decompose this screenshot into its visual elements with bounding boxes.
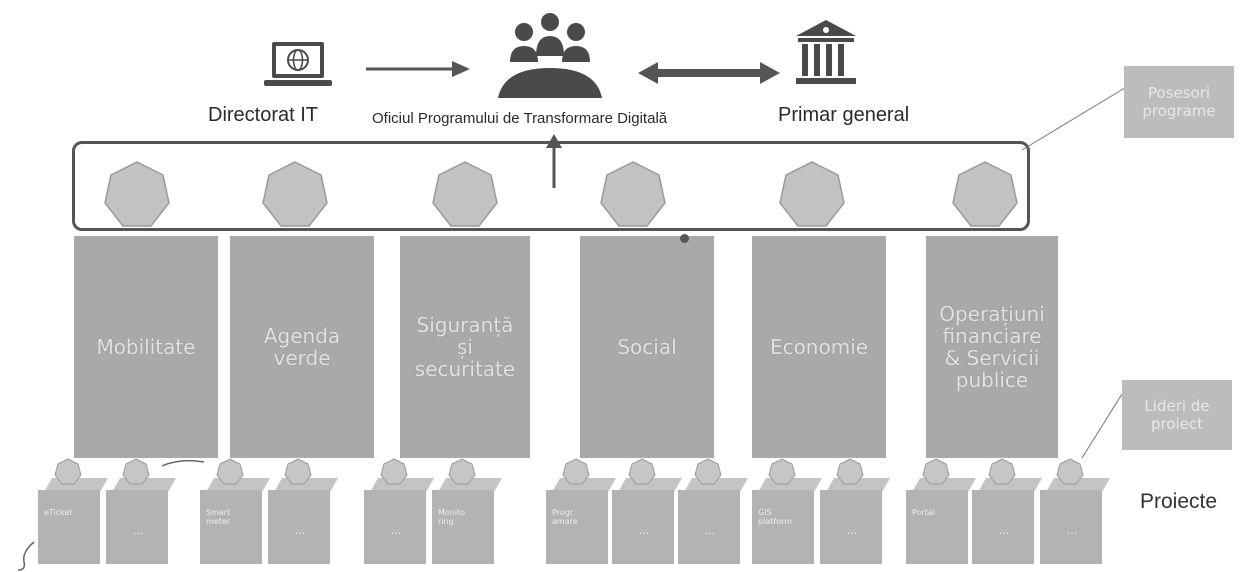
project-leaders-box-label: Lideri de proiect <box>1144 397 1210 433</box>
cube-face <box>678 490 740 564</box>
program-owners-box: Posesori programe <box>1124 66 1234 138</box>
project-label: ... <box>132 524 144 537</box>
project-label: ... <box>294 524 306 537</box>
owner-heptagon-1 <box>104 161 170 227</box>
dot-marker <box>680 234 689 243</box>
arrow-it-to-office <box>366 61 470 77</box>
owner-heptagon-5 <box>779 161 845 227</box>
project-label: ... <box>1066 524 1078 537</box>
mayor-label: Primar general <box>778 104 910 126</box>
project-leader-heptagon <box>768 458 796 485</box>
office-label: Oficiul Programului de Transformare Digi… <box>372 110 668 127</box>
project-cube: ... <box>820 458 891 564</box>
project-cube: Monito ring <box>432 458 503 564</box>
project-leader-heptagon <box>694 458 722 485</box>
cube-face <box>38 490 100 564</box>
owner-heptagon-4 <box>600 161 666 227</box>
program-owners-box-label: Posesori programe <box>1142 84 1216 120</box>
project-label: Portal <box>912 508 935 517</box>
cube-face <box>752 490 814 564</box>
project-leader-heptagon <box>448 458 476 485</box>
project-leader-heptagon <box>988 458 1016 485</box>
pillar-financial-operations: Operațiuni financiare & Servicii publice <box>926 236 1058 458</box>
project-leader-heptagon <box>284 458 312 485</box>
project-label: ... <box>638 524 650 537</box>
pillar-green-agenda-label: Agenda verde <box>263 324 341 370</box>
project-leader-heptagon <box>628 458 656 485</box>
cube-face <box>364 490 426 564</box>
project-cube: ... <box>106 458 177 564</box>
project-leader-heptagon <box>1056 458 1084 485</box>
project-label: ... <box>390 524 402 537</box>
project-label: ... <box>998 524 1010 537</box>
owner-heptagon-6 <box>952 161 1018 227</box>
projects-label: Proiecte <box>1140 490 1218 513</box>
project-cube: GIS platform <box>752 458 823 564</box>
project-leader-heptagon <box>54 458 82 485</box>
project-leader-heptagon <box>216 458 244 485</box>
project-cube: Smart meter <box>200 458 271 564</box>
cube-face <box>200 490 262 564</box>
cube-face <box>1040 490 1102 564</box>
project-cube: eTicket <box>38 458 109 564</box>
project-label: eTicket <box>44 508 73 517</box>
pillar-mobility: Mobilitate <box>74 236 218 458</box>
project-leader-heptagon <box>922 458 950 485</box>
laptop-globe-icon <box>264 42 332 86</box>
leader-line-leaders <box>1081 393 1123 459</box>
squiggle-mark <box>17 541 35 571</box>
cube-face <box>612 490 674 564</box>
cube-face <box>546 490 608 564</box>
project-leaders-box: Lideri de proiect <box>1122 380 1232 450</box>
project-label: ... <box>846 524 858 537</box>
cube-face <box>432 490 494 564</box>
cube-face <box>268 490 330 564</box>
arrow-office-to-mayor <box>638 62 780 84</box>
project-cube: ... <box>268 458 339 564</box>
squiggle-mark-2 <box>161 459 205 467</box>
pillar-social: Social <box>580 236 714 458</box>
project-cube: ... <box>1040 458 1111 564</box>
project-label: Progr amare <box>552 508 578 526</box>
project-leader-heptagon <box>122 458 150 485</box>
leader-line-owners <box>1021 85 1129 151</box>
owner-heptagon-3 <box>432 161 498 227</box>
project-label: ... <box>704 524 716 537</box>
project-label: GIS platform <box>758 508 792 526</box>
government-building-icon <box>796 20 856 84</box>
cube-face <box>906 490 968 564</box>
pillar-safety-security-label: Siguranță și securitate <box>414 313 516 381</box>
pillar-safety-security: Siguranță și securitate <box>400 236 530 458</box>
project-leader-heptagon <box>836 458 864 485</box>
pillar-mobility-label: Mobilitate <box>96 335 196 359</box>
pillar-economy-label: Economie <box>769 335 869 359</box>
pillar-financial-operations-label: Operațiuni financiare & Servicii publice <box>939 302 1045 392</box>
project-cube: Portal <box>906 458 977 564</box>
project-cube: ... <box>612 458 683 564</box>
cube-face <box>972 490 1034 564</box>
owner-heptagon-2 <box>262 161 328 227</box>
project-cube: ... <box>972 458 1043 564</box>
project-leader-heptagon <box>562 458 590 485</box>
project-cube: ... <box>364 458 435 564</box>
pillar-economy: Economie <box>752 236 886 458</box>
project-label: Smart meter <box>206 508 231 526</box>
it-directorate-label: Directorat IT <box>208 104 319 126</box>
pillar-social-label: Social <box>617 335 677 359</box>
program-owners-frame <box>72 141 1030 231</box>
project-label: Monito ring <box>438 508 466 526</box>
pillar-green-agenda: Agenda verde <box>230 236 374 458</box>
team-meeting-icon <box>498 13 602 98</box>
project-cube: ... <box>678 458 749 564</box>
cube-face <box>820 490 882 564</box>
project-leader-heptagon <box>380 458 408 485</box>
cube-face <box>106 490 168 564</box>
project-cube: Progr amare <box>546 458 617 564</box>
